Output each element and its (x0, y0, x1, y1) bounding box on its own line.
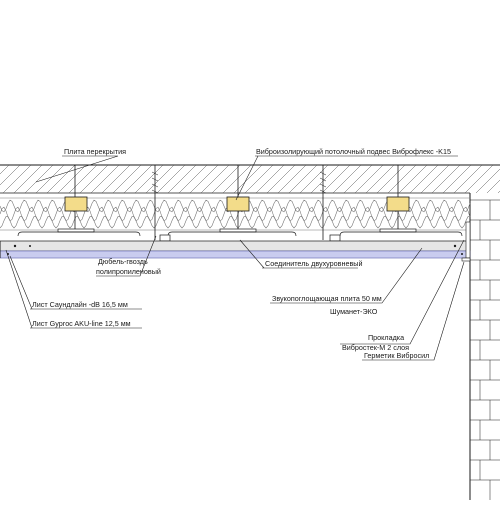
hatch-line (288, 164, 318, 194)
label-absorb-2: Шуманет-ЭКО (330, 307, 378, 316)
hatch-line (277, 164, 307, 194)
hatch-line (266, 164, 296, 194)
hatch-line (167, 164, 197, 194)
hatch-line (431, 164, 461, 194)
hatch-line (145, 164, 175, 194)
hatch-line (453, 164, 483, 194)
floor-slab (0, 164, 500, 194)
wall (469, 193, 500, 500)
labels: Плита перекрытия Виброизолирующий потоло… (32, 147, 451, 360)
hatch-line (332, 164, 362, 194)
threaded-rod-2 (319, 165, 327, 240)
insulation-wave (0, 216, 470, 229)
hatch-line (299, 164, 329, 194)
hatch-line (244, 164, 274, 194)
wall-gasket (461, 221, 471, 262)
hatch-line (46, 164, 76, 194)
hanger-1 (64, 165, 88, 231)
hatch-line (90, 164, 120, 194)
hatch-line (233, 164, 263, 194)
leader-lines (5, 155, 465, 361)
hatch-line (178, 164, 208, 194)
hatch-line (420, 164, 450, 194)
wall-bricks (470, 199, 500, 500)
hatch-line (134, 164, 164, 194)
hatch-line (354, 164, 384, 194)
hatch-line (156, 164, 186, 194)
hatch-line (200, 164, 230, 194)
hatch-line (79, 164, 109, 194)
label-slab: Плита перекрытия (64, 147, 126, 156)
hatch-line (409, 164, 439, 194)
label-hanger: Виброизолирующий потолочный подвес Вибро… (256, 147, 451, 156)
hatch-line (35, 164, 65, 194)
hatch-line (123, 164, 153, 194)
hatch-line (13, 164, 43, 194)
slab-hatch (0, 164, 500, 194)
hatch-line (376, 164, 406, 194)
hatch-line (57, 164, 87, 194)
label-absorb-1: Звукопоглощающая плита 50 мм (272, 294, 382, 303)
hatch-line (2, 164, 32, 194)
label-dowel-1: Дюбель-гвоздь (98, 257, 148, 266)
hatch-line (475, 168, 500, 194)
hatch-line (343, 164, 373, 194)
hatch-line (464, 164, 494, 194)
hatch-line (101, 164, 131, 194)
hatch-line (486, 179, 500, 194)
threaded-rod-1 (151, 165, 159, 240)
hatch-line (365, 164, 395, 194)
hatch-line (387, 164, 417, 194)
hatch-line (310, 164, 340, 194)
label-sealant: Герметик Вибросил (364, 351, 429, 360)
hatch-line (321, 164, 351, 194)
label-connector: Соединитель двухуровневый (265, 259, 362, 268)
label-soundline: Лист Саундлайн -dB 16,5 мм (32, 300, 128, 309)
hatch-line (0, 164, 10, 175)
hatch-line (211, 164, 241, 194)
hatch-line (24, 164, 54, 194)
hatch-line (255, 164, 285, 194)
ceiling-boards (0, 240, 471, 259)
hatch-line (68, 164, 98, 194)
label-gyproc: Лист Gyproc AKU-line 12,5 мм (32, 319, 131, 328)
hatch-line (112, 164, 142, 194)
hanger-2 (226, 165, 250, 231)
ceiling-profiles (17, 228, 463, 242)
label-gasket-1: Прокладка (368, 333, 404, 342)
hanger-3 (386, 165, 410, 231)
hatch-line (398, 164, 428, 194)
label-dowel-2: полипропиленовый (96, 267, 161, 276)
hatch-line (222, 164, 252, 194)
hatch-line (442, 164, 472, 194)
hatch-line (0, 164, 21, 186)
hatch-line (189, 164, 219, 194)
label-gasket-2: Вибростек-М 2 слоя (342, 343, 409, 352)
